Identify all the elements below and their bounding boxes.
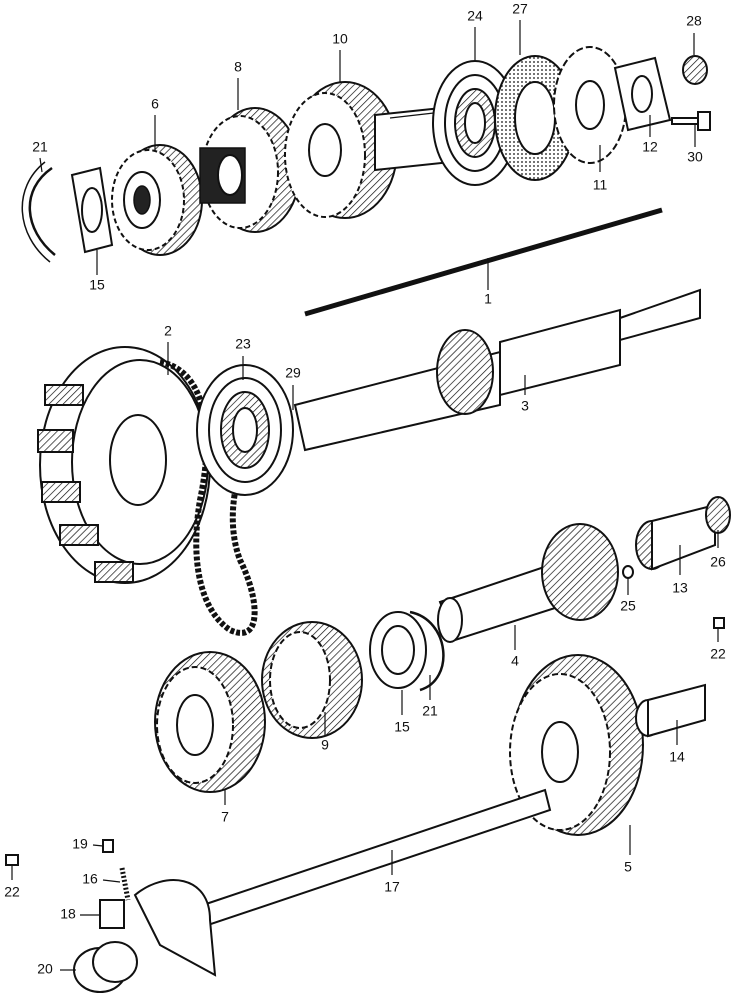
gear-6 <box>111 144 203 256</box>
callout-1: 1 <box>484 291 492 307</box>
gear-8 <box>199 107 301 233</box>
callout-29: 29 <box>285 365 301 381</box>
pawl-18 <box>99 899 125 929</box>
washer-25 <box>622 565 634 579</box>
callout-17: 17 <box>384 879 400 895</box>
callout-21-bottom: 21 <box>422 703 438 719</box>
lock-washer-15-bottom <box>369 611 427 689</box>
bearing-23 <box>196 364 294 496</box>
callout-9: 9 <box>321 737 329 753</box>
callout-13: 13 <box>672 580 688 596</box>
bolt-30 <box>671 111 711 131</box>
callout-15-bottom: 15 <box>394 719 410 735</box>
callout-10: 10 <box>332 31 348 47</box>
callout-numbers: 1 2 3 4 5 6 7 8 9 10 11 12 13 14 15 15 1… <box>4 1 726 977</box>
callout-19: 19 <box>72 836 88 852</box>
callout-11: 11 <box>593 177 608 193</box>
callout-14: 14 <box>669 749 685 765</box>
sprocket-plate-12 <box>613 56 672 132</box>
callout-23: 23 <box>235 336 251 352</box>
callout-leaders <box>11 20 719 971</box>
clutch-outer-2 <box>37 346 211 584</box>
nut-28 <box>682 55 708 85</box>
dowel-22-left <box>5 854 19 866</box>
oil-seal-27 <box>494 55 576 181</box>
callout-15-top: 15 <box>89 277 105 293</box>
cap-20 <box>73 941 138 993</box>
callout-5: 5 <box>624 859 632 875</box>
callout-20: 20 <box>37 961 53 977</box>
needle-bearing-13 <box>635 503 716 571</box>
callout-30: 30 <box>687 149 703 165</box>
collar-26 <box>705 496 731 534</box>
callout-12: 12 <box>642 139 658 155</box>
drive-sprocket-11 <box>553 46 627 164</box>
callout-22-left: 22 <box>4 884 20 900</box>
dowel-22-right <box>713 617 725 629</box>
gear-9 <box>261 621 363 739</box>
spring-16 <box>119 867 131 901</box>
bushing-14 <box>635 683 706 738</box>
callout-28: 28 <box>686 13 702 29</box>
gear-10 <box>284 81 398 219</box>
callout-3: 3 <box>521 398 529 414</box>
circlip-21-top <box>21 161 56 263</box>
bearing-24 <box>432 60 518 186</box>
gear-4 <box>437 523 619 643</box>
callout-18: 18 <box>60 906 76 922</box>
callout-21-top: 21 <box>32 139 48 155</box>
callout-25: 25 <box>620 598 636 614</box>
callout-27: 27 <box>512 1 528 17</box>
callout-2: 2 <box>164 323 172 339</box>
spring-seat-19 <box>102 839 114 853</box>
callout-24: 24 <box>467 8 483 24</box>
kickstarter-ratchet <box>133 879 217 977</box>
callout-7: 7 <box>221 809 229 825</box>
lock-washer-15-top <box>70 166 114 254</box>
callout-6: 6 <box>151 96 159 112</box>
callout-4: 4 <box>511 653 519 669</box>
callout-22-right: 22 <box>710 646 726 662</box>
callout-26: 26 <box>710 554 726 570</box>
kickstarter-spindle-17 <box>198 788 552 928</box>
gear-7 <box>154 651 266 793</box>
clutch-push-rod-1 <box>304 207 663 317</box>
mainshaft-3 <box>293 288 701 452</box>
callout-16: 16 <box>82 871 98 887</box>
callout-8: 8 <box>234 59 242 75</box>
